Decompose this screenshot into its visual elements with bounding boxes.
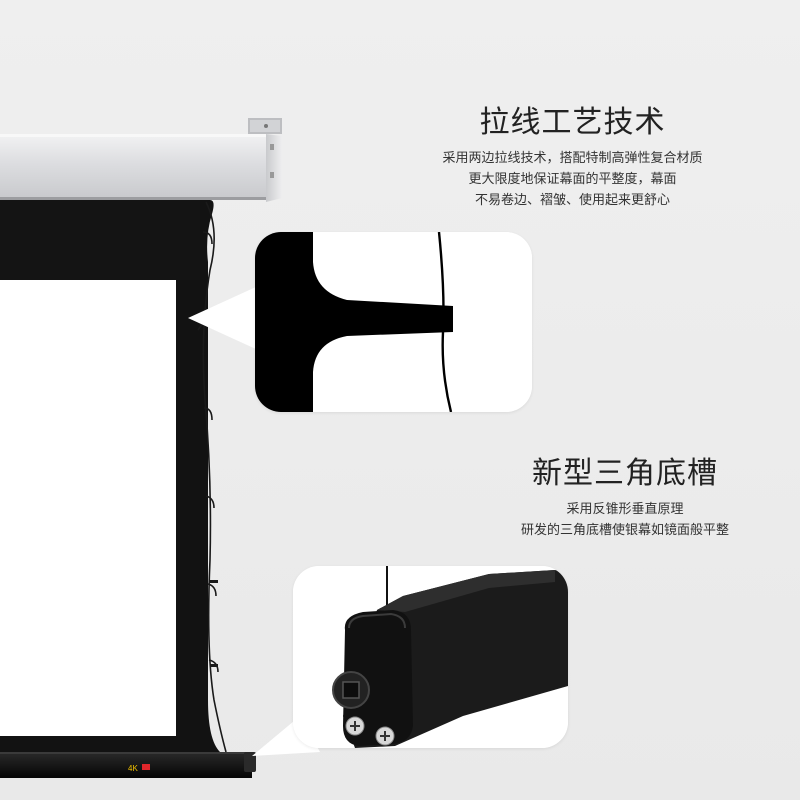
- callout-pointer-top: [188, 286, 258, 350]
- feature-tensioning-line-1: 采用两边拉线技术，搭配特制高弹性复合材质: [442, 151, 703, 166]
- feature-tensioning-description: 采用两边拉线技术，搭配特制高弹性复合材质 更大限度地保证幕面的平整度，幕面 不易…: [400, 148, 745, 211]
- screen-white-surface: [0, 280, 176, 736]
- feature-tensioning-line-3: 不易卷边、褶皱、使用起来更舒心: [474, 193, 670, 208]
- feature-tensioning-line-2: 更大限度地保证幕面的平整度，幕面: [468, 172, 677, 187]
- screen-housing: [0, 118, 282, 202]
- feature-bottom-bar-line-2: 研发的三角底槽使银幕如镜面般平整: [520, 523, 729, 538]
- feature-bottom-bar: 新型三角底槽 采用反锥形垂直原理 研发的三角底槽使银幕如镜面般平整: [470, 455, 780, 541]
- bottom-weight-bar: 4K: [0, 752, 256, 778]
- triangular-bottom-bar-closeup-icon: [293, 566, 568, 748]
- tension-wire: [202, 201, 227, 753]
- bottom-bar-closeup: [293, 566, 568, 748]
- tension-wire-closeup: [255, 232, 532, 412]
- side-tension-wire-closeup-icon: [255, 232, 532, 412]
- feature-bottom-bar-line-1: 采用反锥形垂直原理: [566, 502, 684, 517]
- feature-bottom-bar-title: 新型三角底槽: [532, 456, 718, 491]
- 4k-badge: 4K: [128, 764, 138, 773]
- feature-tensioning-title: 拉线工艺技术: [479, 105, 666, 140]
- feature-tensioning: 拉线工艺技术 采用两边拉线技术，搭配特制高弹性复合材质 更大限度地保证幕面的平整…: [400, 104, 745, 211]
- feature-bottom-bar-description: 采用反锥形垂直原理 研发的三角底槽使银幕如镜面般平整: [470, 499, 780, 541]
